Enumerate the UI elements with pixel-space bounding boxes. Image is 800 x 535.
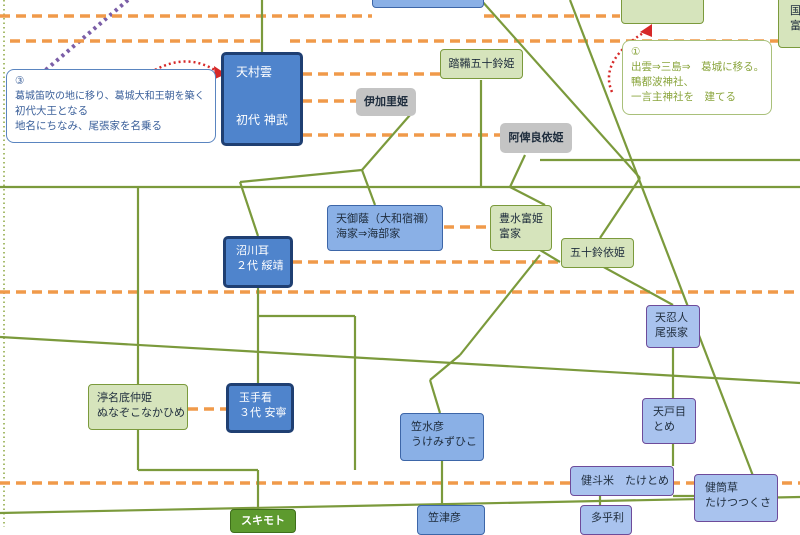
note-number: ③ [15,75,25,87]
node-name: スキモト [241,514,285,527]
arrowhead-icon [214,66,226,79]
node-name: 多乎利 [591,511,624,524]
note-line: 初代大王となる [15,105,89,117]
top-partial-box [372,0,484,8]
node-title: ３代 安寧 [239,406,287,419]
node-amamikage: 天御蔭（大和宿禰） 海家⇒海部家 [327,205,443,251]
note-line: 一言主神社を 建てる [631,91,736,103]
node-ikari-hime: 伊加里姫 [356,88,416,116]
node-reading: うけみずひこ [411,435,477,448]
note-line: 出雲⇒三島⇒ 葛城に移る。 [631,61,765,73]
node-name: 玉手看 [239,391,272,404]
node-reading: たけつつくさ [705,496,771,509]
node-taketome: 健斗米 たけとめ [570,466,674,496]
marriage-lines [0,14,800,485]
node-taketsutsukusa: 健筒草 たけつつくさ [694,474,778,522]
node-title: 初代 神武 [236,113,288,127]
lineage-lines [0,0,800,521]
note-box-1: ① 出雲⇒三島⇒ 葛城に移る。 鴨都波神社、 一言主神社を 建てる [622,40,772,115]
node-name: 踏鞴五十鈴姫 [448,57,515,70]
migration-arrows [154,28,649,93]
node-name: 笠水彦 [411,420,444,433]
note-box-3: ③ 葛城笛吹の地に移り、葛城大和王朝を築く 初代大王となる 地名にちなみ、尾張家… [6,69,216,143]
node-title: ２代 綏靖 [236,259,284,272]
node-name: 豊水富姫 [499,212,543,225]
node-name: 健斗米 たけとめ [581,474,669,487]
node-isuzuyori-hime: 五十鈴依姫 [561,238,634,268]
top-right-partial-box [621,0,704,24]
node-name: 天戸目 [653,405,686,418]
node-house: 海家⇒海部家 [336,227,401,240]
node-ahira-hime: 阿俾良依姫 [500,123,572,153]
node-amamurakumo: 天村雲 初代 神武 [221,52,303,146]
note-number: ① [631,46,641,58]
node-kasatsuhiko: 笠津彦 [417,505,485,535]
node-sukimoto: スキモト [230,509,296,533]
node-nunasokonaka-hime: 渟名底仲姫 ぬなぞこなかひめ [88,384,188,430]
node-nunakawamimi: 沼川耳 ２代 綏靖 [223,236,293,288]
node-tataraisuzu-hime: 踏鞴五十鈴姫 [440,49,523,79]
node-name: 阿俾良依姫 [508,131,564,144]
node-name: 天御蔭（大和宿禰） [336,212,435,225]
note-line: 鴨都波神社、 [631,76,694,88]
arrowhead-icon [640,24,652,37]
node-name: 渟名底仲姫 [97,391,152,404]
node-house: 富家 [499,227,521,240]
node-toyomitomi-hime: 豊水富姫 富家 [490,205,552,251]
note-line: 地名にちなみ、尾張家を名乗る [15,120,162,132]
node-house: 尾張家 [655,326,688,339]
node-name: 五十鈴依姫 [570,246,625,259]
edge-fragment-line: 富 [790,19,800,32]
node-kasamizuhiko: 笠水彦 うけみずひこ [400,413,484,461]
node-name: 笠津彦 [428,511,461,524]
node-reading: ぬなぞこなかひめ [97,406,185,419]
node-amaoshi: 天忍人 尾張家 [646,305,700,348]
node-name: 伊加里姫 [364,95,408,108]
node-name: 天忍人 [655,311,688,324]
node-name: 沼川耳 [236,244,269,257]
node-name: 天村雲 [236,65,273,79]
node-name: 健筒草 [705,481,738,494]
edge-fragment-box: 国 富 [778,0,800,48]
node-tako: 多乎利 [580,505,632,535]
node-tamatemi: 玉手看 ３代 安寧 [226,383,294,433]
node-reading: とめ [653,420,675,433]
node-amatome: 天戸目 とめ [642,398,696,444]
note-line: 葛城笛吹の地に移り、葛城大和王朝を築く [15,91,205,102]
edge-fragment-line: 国 [790,4,800,17]
